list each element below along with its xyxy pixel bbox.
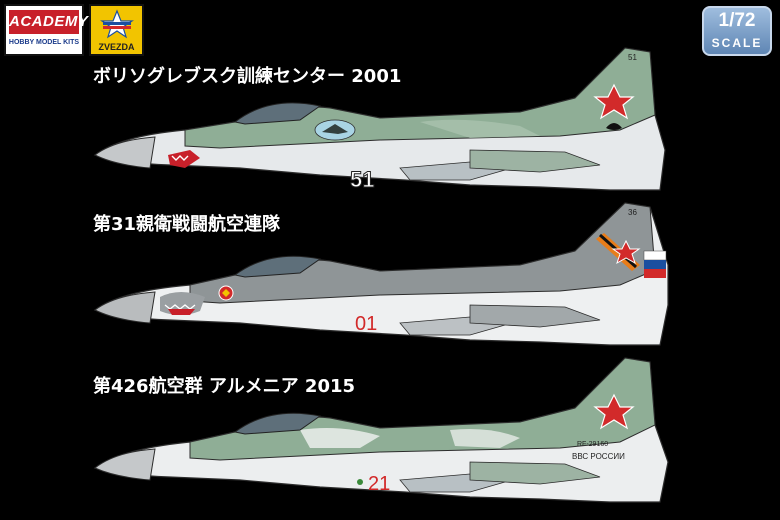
academy-logo-name: ACADEMY <box>9 10 88 34</box>
scheme-3-caption: 第426航空群 アルメニア 2015 <box>93 376 356 397</box>
scale-badge: 1/72 SCALE <box>702 6 772 56</box>
mig29-profile-1: 51 51 <box>93 47 666 193</box>
scale-label: SCALE <box>711 36 763 50</box>
jet2-tail-code: 36 <box>628 208 637 217</box>
scheme-1-caption: ボリソグレブスク訓練センター 2001 <box>93 66 402 87</box>
jet3-fuselage-text: ВВС РОССИИ <box>572 452 625 461</box>
jet3-registration: RF-29160 <box>577 441 608 448</box>
zvezda-logo-name: ZVEZDA <box>98 42 135 52</box>
jet1-tail-code: 51 <box>628 53 637 62</box>
jet3-nose-number: 21 <box>368 473 390 495</box>
zvezda-logo: ZVEZDA <box>89 4 144 56</box>
zvezda-star-icon <box>100 9 134 39</box>
jet2-nose-number: 01 <box>355 313 377 335</box>
scale-value: 1/72 <box>718 10 756 31</box>
mig29-profile-2: 01 36 <box>93 202 669 346</box>
mig29-profile-3: RF-29160 ВВС РОССИИ 21 <box>93 357 669 503</box>
scheme-2-caption: 第31親衛戦闘航空連隊 <box>93 214 281 235</box>
academy-logo-tagline: HOBBY MODEL KITS <box>8 39 80 46</box>
academy-logo: ACADEMY HOBBY MODEL KITS <box>4 4 88 56</box>
jet1-nose-number: 51 <box>350 167 374 192</box>
